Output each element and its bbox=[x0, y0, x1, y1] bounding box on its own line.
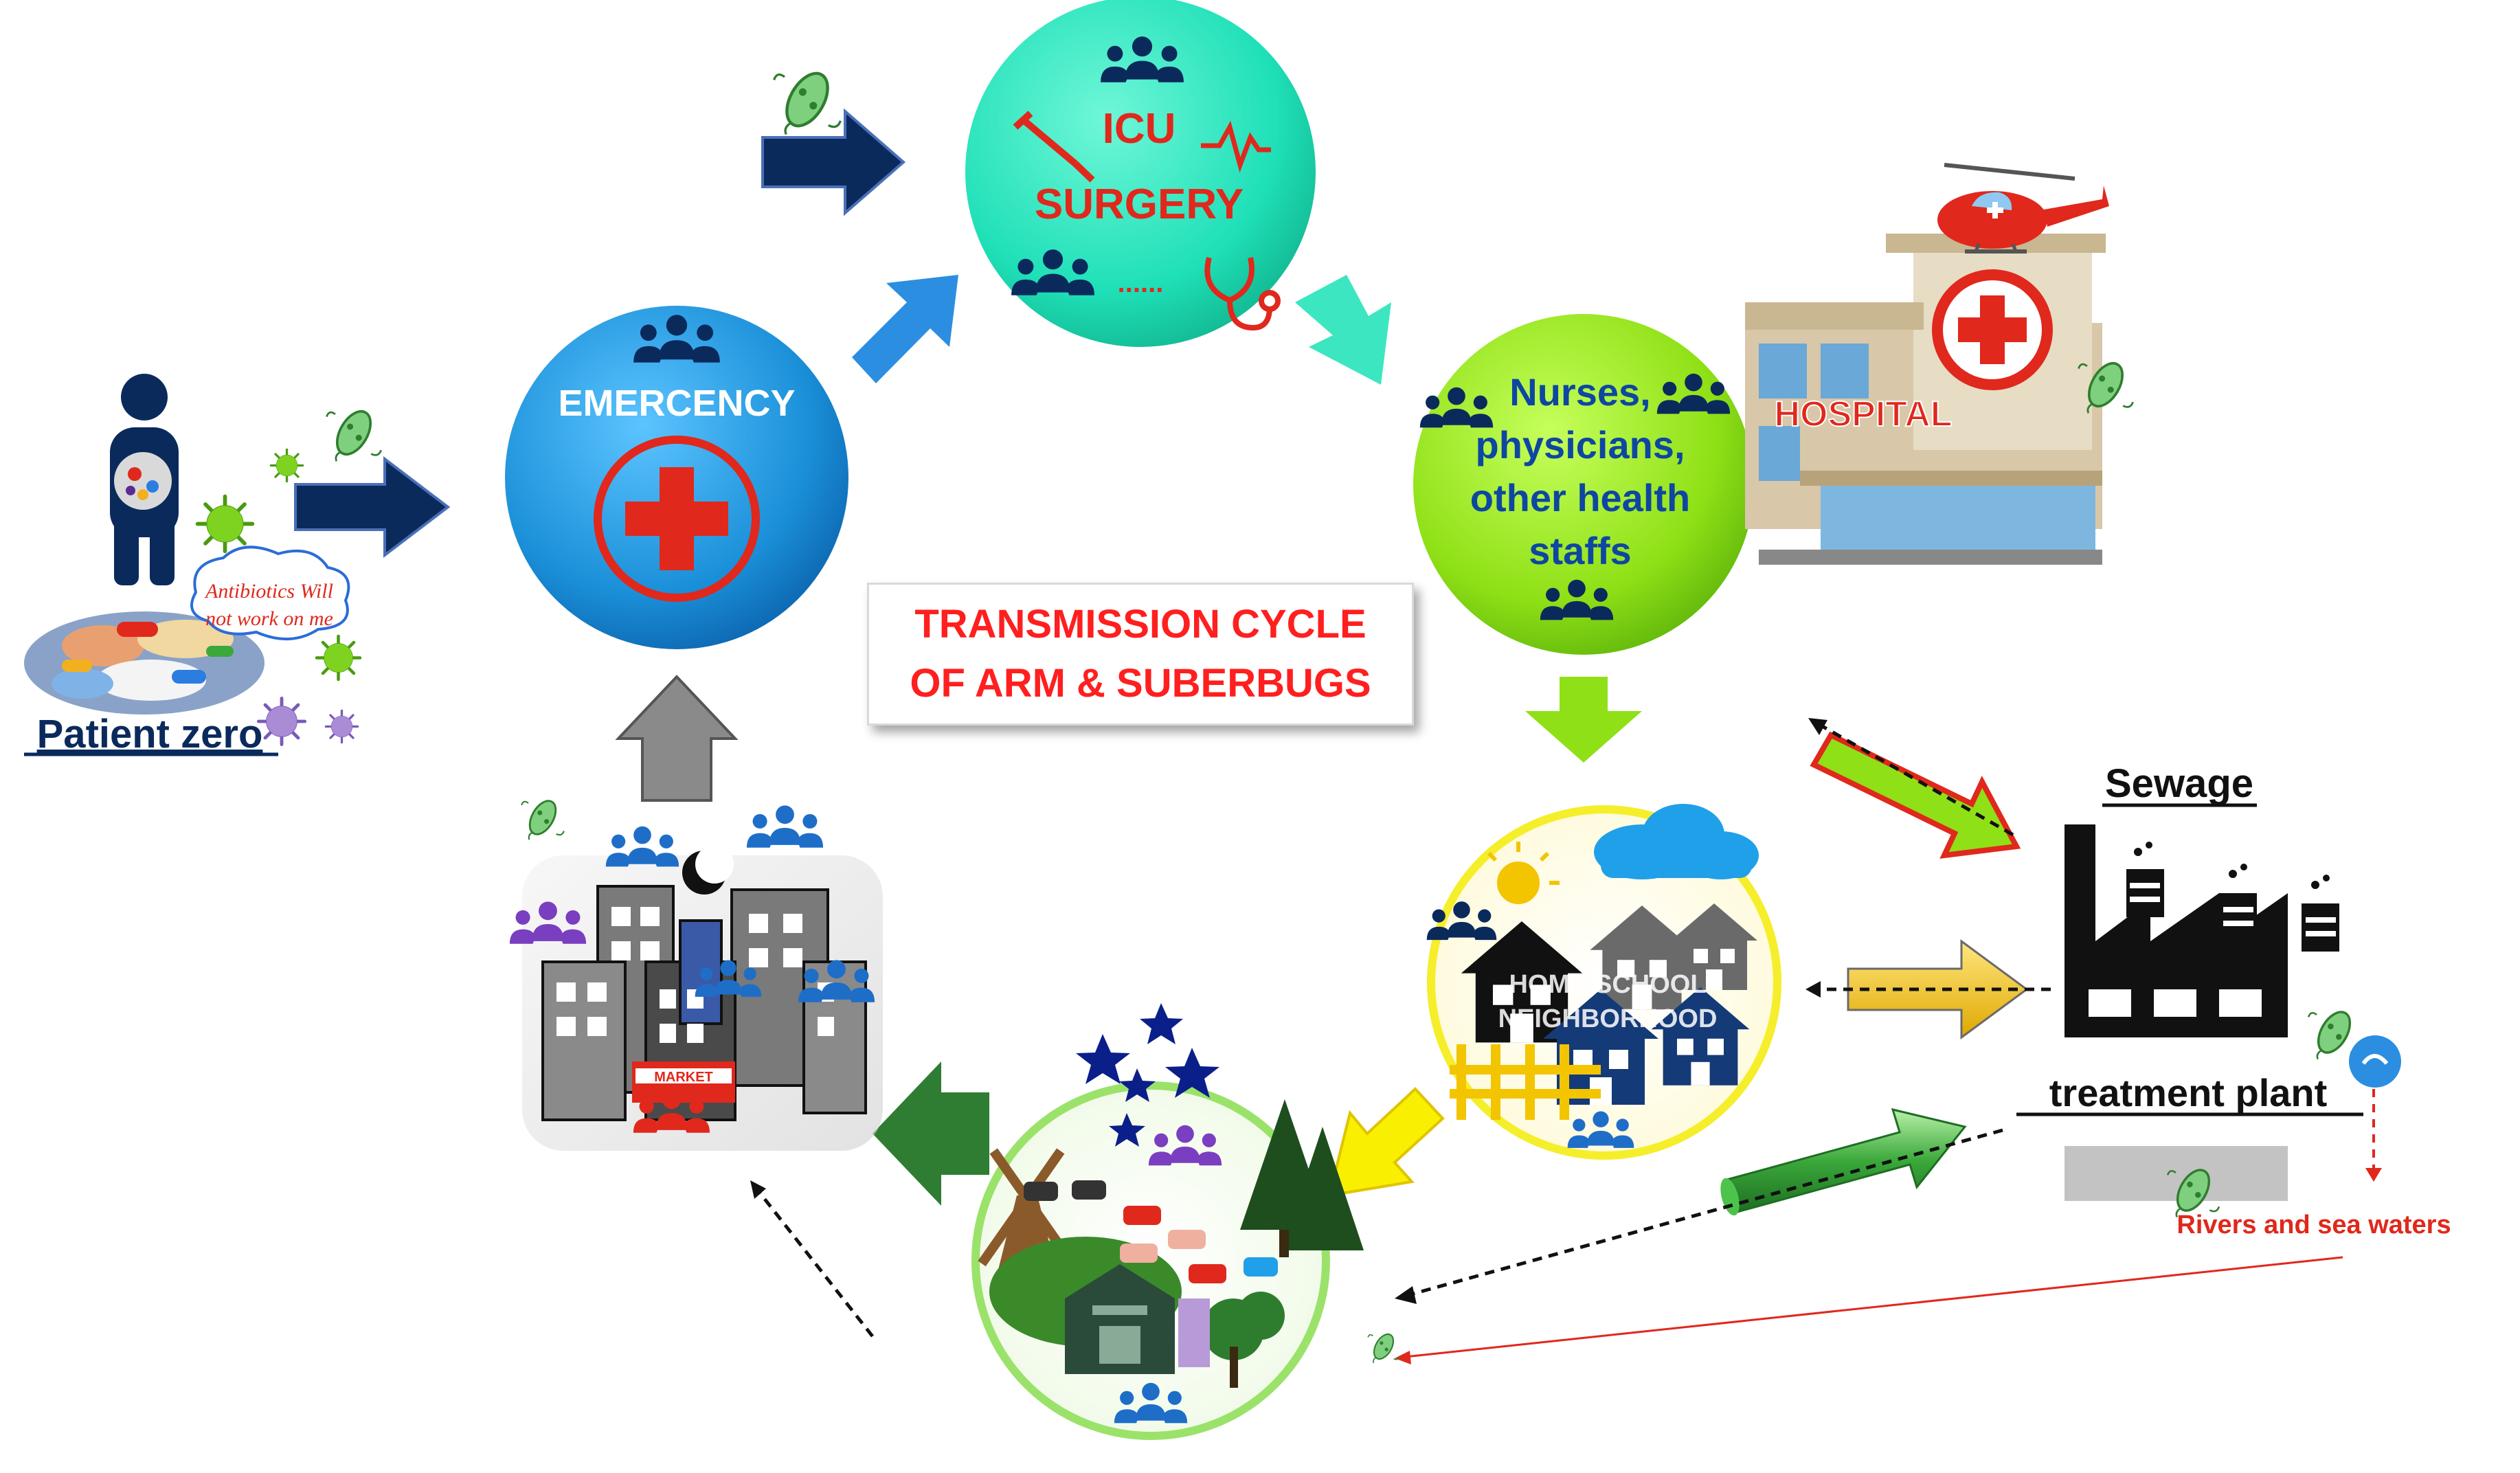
arrow-farm-to-city bbox=[873, 1061, 989, 1206]
cow-icon bbox=[1024, 1180, 1278, 1283]
rivers-label: Rivers and sea waters bbox=[2176, 1211, 2451, 1239]
factory-reflection bbox=[2065, 1146, 2288, 1201]
arrow-staff-to-sewage bbox=[1808, 718, 2021, 859]
bacteria-icon bbox=[325, 404, 383, 463]
hospital-cross bbox=[1932, 269, 2053, 390]
diagram-title-line-2: OF ARM & SUBERBUGS bbox=[910, 661, 1371, 706]
icu-dots: ...... bbox=[1118, 268, 1164, 298]
water-drop-icon bbox=[2349, 1035, 2401, 1088]
cloud-icon bbox=[1594, 804, 1759, 879]
helicopter-icon bbox=[1937, 163, 2109, 254]
home-line-2: NEIGHBORHOOD bbox=[1498, 1004, 1718, 1033]
virus-icon bbox=[324, 709, 359, 744]
dashed-farm-to-city bbox=[750, 1180, 874, 1338]
river-to-farm-line bbox=[1366, 1256, 2343, 1364]
staff-line-3: other health bbox=[1470, 476, 1690, 519]
arrow-sewage-to-farm bbox=[1395, 1107, 2003, 1304]
sewage-label: Sewage bbox=[2105, 761, 2253, 806]
home-node: HOME,SCHOOL NEIGHBORHOOD bbox=[1426, 804, 1781, 1160]
arrow-into-icu bbox=[761, 108, 906, 216]
staff-line-1: Nurses, bbox=[1509, 370, 1650, 414]
sewage-node: Sewage treatment plant bbox=[2016, 761, 2451, 1239]
hospital-building-icon: HOSPITAL bbox=[1745, 163, 2133, 565]
diagram-title-box: TRANSMISSION CYCLE OF ARM & SUBERBUGS bbox=[867, 583, 1414, 726]
treatment-plant-label: treatment plant bbox=[2049, 1071, 2328, 1114]
barn-icon bbox=[989, 1237, 1182, 1374]
market-sign: MARKET bbox=[654, 1070, 713, 1085]
fence bbox=[1450, 1044, 1601, 1120]
bacteria-icon bbox=[1366, 1329, 1401, 1364]
group-icon bbox=[746, 805, 824, 848]
arrow-staff-to-home bbox=[1525, 677, 1642, 763]
arrow-city-to-emergency bbox=[615, 675, 739, 802]
medical-cross-icon bbox=[594, 436, 760, 602]
bacteria-icon bbox=[774, 67, 841, 135]
staff-line-4: staffs bbox=[1529, 529, 1631, 572]
surgery-label: SURGERY bbox=[1035, 181, 1244, 228]
icu-label: ICU bbox=[1103, 105, 1176, 153]
stethoscope-icon bbox=[1204, 256, 1281, 331]
staff-node: Nurses, physicians, other health staffs bbox=[1413, 314, 1754, 655]
home-line-1: HOME,SCHOOL bbox=[1509, 970, 1706, 999]
tree-icon bbox=[1202, 1292, 1285, 1388]
arrow-home-to-farm bbox=[1327, 1087, 1445, 1197]
arrow-emergency-to-icu bbox=[852, 275, 958, 383]
staff-line-2: physicians, bbox=[1475, 423, 1685, 466]
bacteria-icon bbox=[520, 795, 565, 841]
person-icon bbox=[110, 374, 179, 585]
diagram-title-line-1: TRANSMISSION CYCLE bbox=[914, 602, 1366, 646]
emergency-label: EMERCENCY bbox=[558, 383, 795, 424]
sun-icon bbox=[1487, 842, 1560, 904]
tree-icon bbox=[1240, 1099, 1364, 1257]
patient-zero-label: Patient zero bbox=[37, 712, 263, 756]
bubble-line-1: Antibiotics Will bbox=[204, 580, 333, 603]
steam-dots bbox=[2134, 842, 2330, 889]
hospital-sign: HOSPITAL bbox=[1774, 394, 1952, 434]
bubble-line-2: not work on me bbox=[205, 607, 333, 630]
virus-icon bbox=[198, 497, 253, 552]
patient-zero: Antibiotics Will not work on me Patient … bbox=[24, 374, 383, 756]
silo bbox=[1178, 1298, 1210, 1367]
moon-icon bbox=[682, 845, 734, 895]
arrow-sewage-to-home bbox=[1805, 939, 2051, 1039]
city-node: MARKET bbox=[509, 795, 883, 1151]
virus-icon bbox=[317, 636, 360, 679]
pills-pile bbox=[24, 611, 265, 715]
market-icon: MARKET bbox=[632, 1061, 735, 1103]
virus-icon bbox=[269, 448, 304, 483]
heartbeat-icon bbox=[1201, 120, 1271, 173]
speech-bubble: Antibiotics Will not work on me bbox=[190, 546, 350, 640]
arrow-icu-to-staff bbox=[1295, 275, 1391, 385]
star-icon bbox=[1076, 1003, 1219, 1147]
farm-node bbox=[971, 1003, 1364, 1440]
factory-icon bbox=[2065, 824, 2339, 1037]
factory-details bbox=[2130, 883, 2336, 936]
icu-node: ICU SURGERY ...... bbox=[965, 0, 1316, 347]
syringe-icon bbox=[1013, 111, 1095, 183]
emergency-node: EMERCENCY bbox=[505, 306, 848, 649]
arrow-patient-to-emergency bbox=[294, 456, 451, 559]
virus-icon bbox=[258, 698, 304, 744]
group-icon bbox=[605, 826, 679, 867]
